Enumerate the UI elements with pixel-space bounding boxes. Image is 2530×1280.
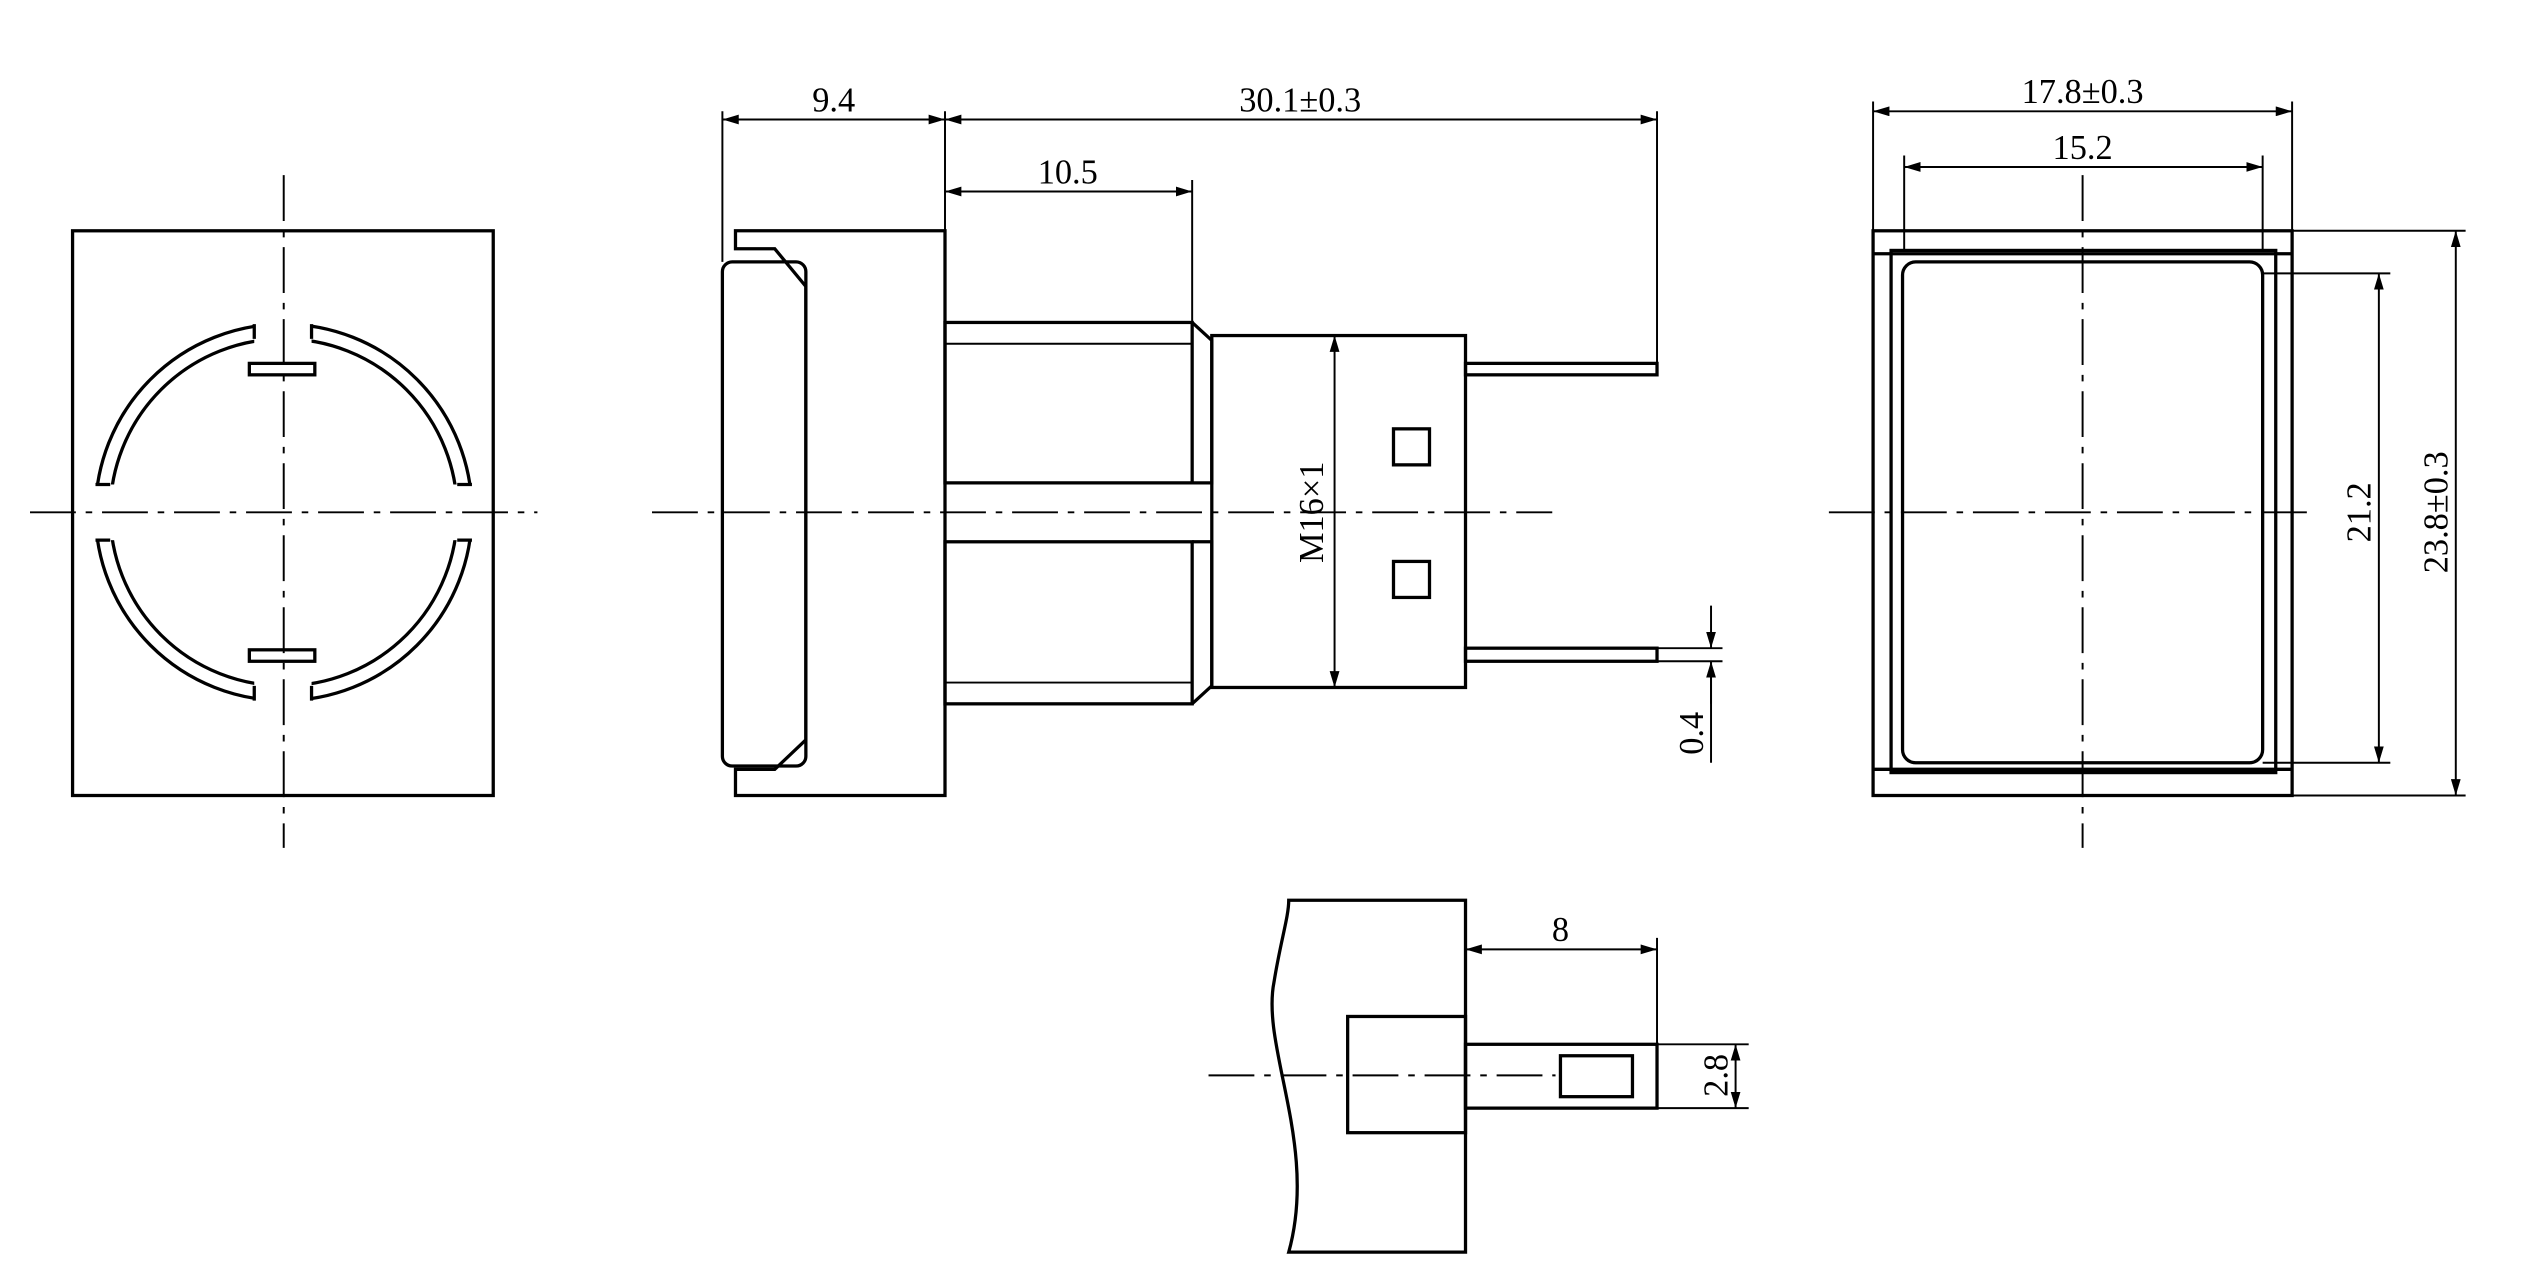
dim-height-outer: 23.8±0.3 — [2418, 451, 2456, 573]
rear-view — [30, 175, 538, 848]
dim-pin-thickness: 0.4 — [1673, 712, 1711, 755]
dim-width-inner: 15.2 — [2053, 129, 2113, 167]
side-view: 9.4 30.1±0.3 10.5 M16×1 0.4 — [652, 81, 1723, 798]
dim-pin-length: 8 — [1552, 911, 1569, 949]
dim-overall-length: 30.1±0.3 — [1239, 81, 1361, 119]
dim-thread: M16×1 — [1293, 462, 1331, 563]
dim-thread-length: 10.5 — [1038, 153, 1098, 191]
terminal-detail: 8 2.8 — [1208, 898, 1749, 1254]
dim-bezel-depth: 9.4 — [812, 81, 855, 119]
dim-pin-width: 2.8 — [1697, 1054, 1735, 1097]
front-view: 17.8±0.3 15.2 21.2 23.8±0.3 — [1828, 73, 2466, 848]
dim-height-inner: 21.2 — [2341, 482, 2379, 542]
dim-width-outer: 17.8±0.3 — [2022, 73, 2144, 111]
